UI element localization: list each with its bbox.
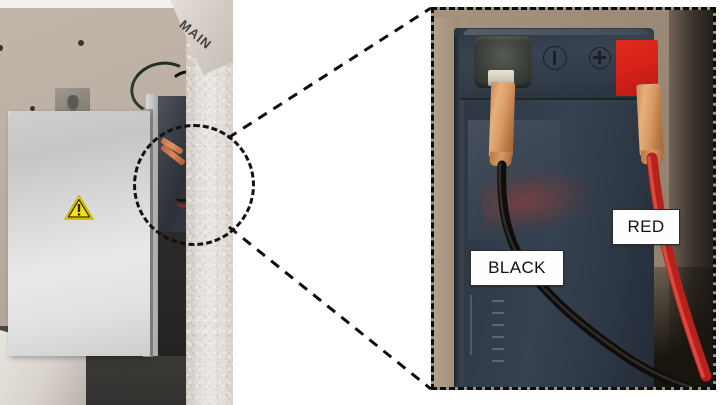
positive-terminal-symbol <box>589 47 611 69</box>
galvanized-enclosure-panel <box>8 111 150 356</box>
battery-vent-line <box>470 295 472 355</box>
label-red: RED <box>612 209 680 245</box>
red-cable <box>646 152 712 382</box>
battery-printed-marks <box>492 300 514 370</box>
wall-hole <box>0 45 3 51</box>
battery-top-highlight <box>464 29 648 35</box>
warning-triangle-icon <box>64 194 94 221</box>
leader-line-bottom <box>228 225 432 391</box>
red-cable-highlight <box>647 156 705 378</box>
label-black: BLACK <box>470 250 564 286</box>
dark-cabinet <box>152 96 188 236</box>
black-cable-highlight <box>498 161 695 387</box>
battery-terminal-detail-photo <box>431 7 716 390</box>
leader-line-top <box>227 6 432 140</box>
battery-case-seam <box>460 98 654 102</box>
cabinet-shadow <box>152 232 188 356</box>
cable-routing <box>497 152 712 387</box>
ceiling-strip <box>0 0 233 10</box>
electrical-enclosure-photo: MAIN <box>0 0 233 405</box>
wall-hole <box>78 40 84 46</box>
battery-left-bevel <box>454 36 466 386</box>
battery-glare <box>468 120 560 240</box>
negative-terminal-symbol <box>543 46 567 70</box>
wall-hole <box>30 106 35 111</box>
